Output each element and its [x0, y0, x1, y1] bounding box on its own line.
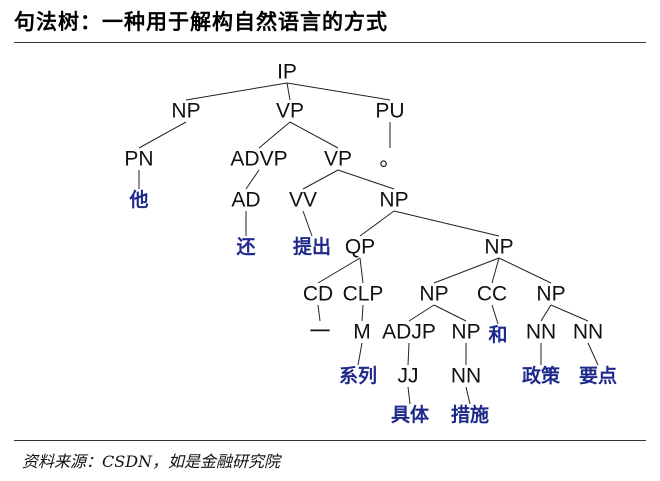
tree-node-cc: CC	[477, 283, 507, 306]
tree-word-w-cuoshi: 措施	[451, 403, 489, 426]
tree-word-w-hai: 还	[235, 236, 256, 258]
tree-node-vp1: VP	[276, 100, 304, 123]
tree-edge-np1-pn	[138, 121, 187, 149]
footer-rule	[14, 440, 646, 441]
tree-node-m: M	[353, 321, 371, 344]
tree-node-period: 。	[380, 148, 401, 171]
source-note: 资料来源：CSDN，如是金融研究院	[22, 452, 281, 471]
tree-edge-nn2-w_yaodian	[587, 342, 599, 366]
tree-edge-np2-qp	[359, 210, 395, 237]
tree-edge-np5-nn1	[540, 304, 552, 322]
tree-node-cd: CD	[303, 283, 333, 306]
tree-node-nn1: NN	[526, 321, 556, 344]
tree-node-w-yi: 一	[310, 321, 331, 344]
tree-edge-vp1-vp2	[289, 121, 339, 149]
tree-node-vv: VV	[289, 189, 317, 212]
tree-node-adjp: ADJP	[382, 321, 436, 344]
tree-node-nn3: NN	[451, 365, 481, 388]
tree-word-w-xilie: 系列	[339, 365, 377, 387]
page-title: 句法树：一种用于解构自然语言的方式	[14, 9, 388, 34]
tree-word-w-he: 和	[488, 323, 507, 346]
tree-node-np1: NP	[171, 100, 200, 123]
tree-node-nn2: NN	[573, 321, 603, 344]
tree-edge-np2-np3	[393, 210, 500, 237]
tree-edge-np4-np6	[433, 304, 467, 322]
tree-edge-vp2-np2	[337, 169, 395, 190]
tree-node-qp: QP	[345, 236, 375, 259]
tree-node-ip: IP	[277, 61, 297, 84]
tree-node-np3: NP	[484, 236, 513, 259]
tree-word-w-ta: 他	[128, 188, 148, 211]
tree-node-clp: CLP	[343, 283, 384, 306]
tree-edge-vp2-vv	[302, 169, 339, 190]
tree-node-advp: ADVP	[230, 148, 287, 171]
tree-edge-np3-np4	[433, 257, 500, 284]
tree-edge-np5-nn2	[550, 304, 589, 322]
tree-edge-advp-ad	[245, 169, 260, 190]
tree-edge-m-w_xilie	[357, 342, 363, 366]
tree-node-np6: NP	[451, 321, 480, 344]
tree-edge-np4-adjp	[408, 304, 435, 322]
tree-edge-vp1-advp	[258, 121, 291, 149]
tree-node-ad: AD	[231, 189, 260, 212]
tree-node-np5: NP	[536, 283, 565, 306]
syntax-tree-diagram: IP NP VP PU PN ADVP VP 。他 AD VV NP 还 提出 QP NP CD CLP NP CC…	[124, 61, 617, 427]
tree-edge-ip-vp1	[286, 82, 291, 101]
tree-edge-ip-pu	[286, 82, 391, 101]
tree-edge-clp-m	[361, 304, 364, 322]
tree-edge-jj-w_juti	[407, 386, 411, 405]
tree-edge-qp-cd	[317, 257, 361, 284]
tree-word-w-yaodian: 要点	[579, 365, 617, 387]
tree-node-vp2: VP	[324, 148, 352, 171]
tree-node-pu: PU	[375, 100, 404, 123]
tree-edge-cc-w_he	[491, 304, 499, 325]
tree-edge-cd-w_yi	[317, 304, 321, 322]
tree-edge-np3-np5	[498, 257, 552, 284]
tree-edge-np3-cc	[491, 257, 500, 284]
tree-node-pn: PN	[124, 148, 153, 171]
tree-node-np4: NP	[419, 283, 448, 306]
tree-edge-qp-clp	[359, 257, 364, 284]
tree-edge-vv-w_tichu	[302, 210, 313, 237]
title-rule	[14, 42, 646, 43]
tree-edge-ip-np1	[185, 82, 288, 101]
tree-edge-nn3-w_cuoshi	[465, 386, 471, 405]
tree-word-w-zhengce: 政策	[522, 364, 561, 387]
tree-node-jj: JJ	[398, 365, 419, 388]
tree-word-w-juti: 具体	[391, 403, 430, 426]
tree-word-w-tichu: 提出	[293, 235, 331, 258]
tree-edge-adjp-jj	[407, 342, 410, 366]
tree-node-np2: NP	[379, 189, 408, 212]
